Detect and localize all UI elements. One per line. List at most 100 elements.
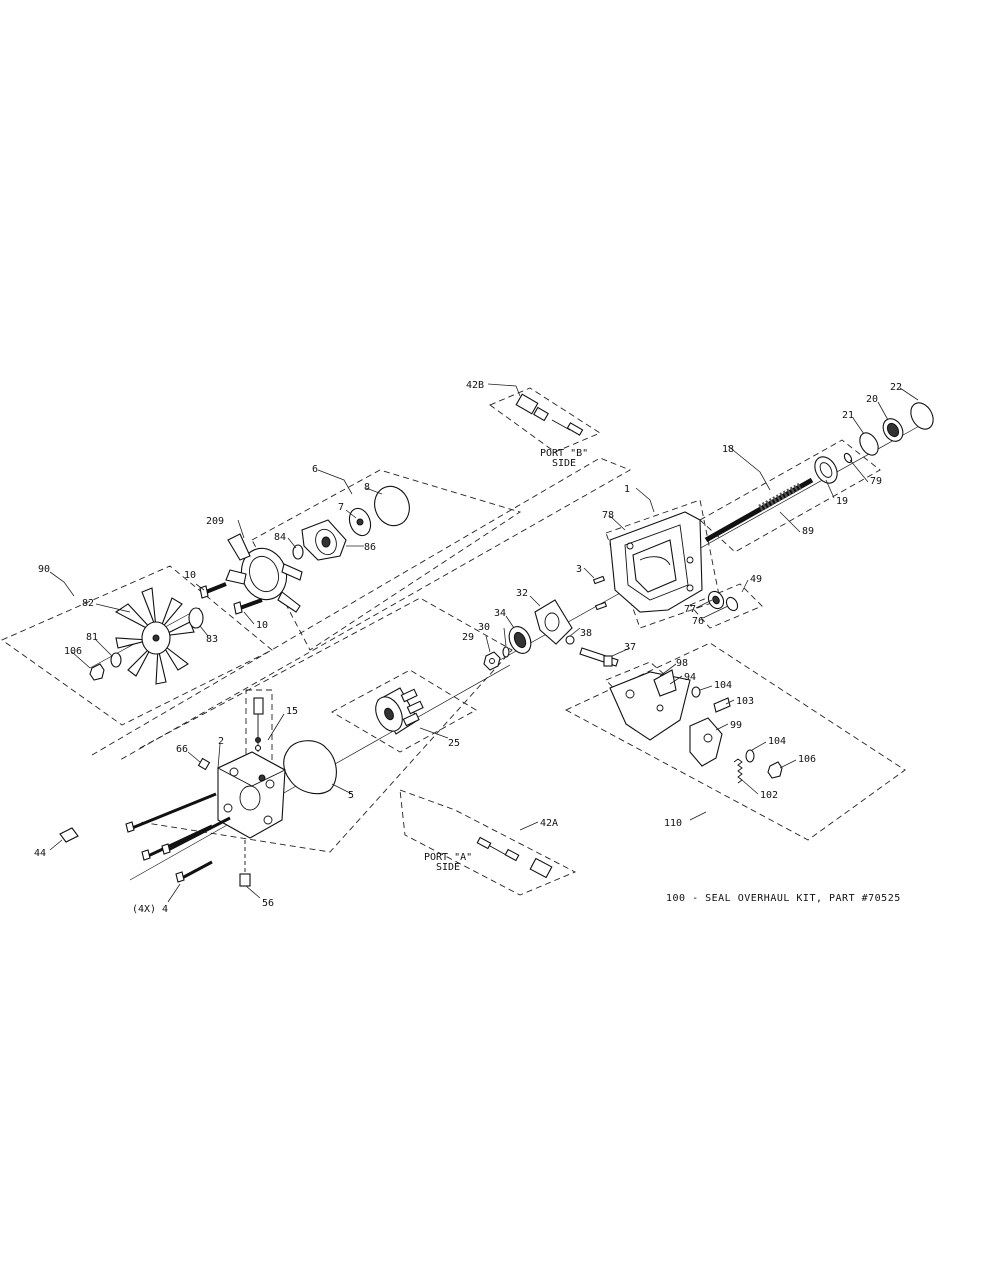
label-66: 66	[176, 744, 188, 755]
label-84: 84	[274, 532, 286, 543]
nut-29	[483, 651, 501, 671]
label-102: 102	[760, 790, 778, 801]
bypass-44	[59, 827, 79, 843]
label-2: 2	[218, 736, 224, 747]
label-77: 77	[684, 604, 696, 615]
thrust-bearing-34	[508, 626, 532, 654]
cooling-fan-82	[114, 587, 195, 685]
group-49-outline	[689, 583, 763, 629]
group-2-outline	[139, 597, 513, 853]
group-42a-outline	[399, 789, 577, 896]
label-3: 3	[576, 564, 582, 575]
group-110-outline	[564, 642, 906, 841]
pulley-83	[188, 607, 204, 629]
label-37: 37	[624, 642, 636, 653]
retaining-ring-22	[910, 402, 934, 430]
bracket-209	[225, 533, 303, 613]
plug-66	[197, 757, 211, 771]
seal-kit-note: 100 - SEAL OVERHAUL KIT, PART #70525	[666, 893, 901, 904]
seal-84	[292, 544, 304, 560]
end-cap-2	[216, 751, 286, 839]
label-10a: 10	[184, 570, 196, 581]
label-15: 15	[286, 706, 298, 717]
label-19: 19	[836, 496, 848, 507]
swashplate-32	[534, 599, 573, 645]
port-b-line1: PORT "B"	[540, 448, 588, 459]
seal-20	[882, 418, 904, 442]
group-housing-band	[91, 457, 632, 761]
label-103: 103	[736, 696, 754, 707]
arm-99	[689, 717, 723, 767]
label-94: 94	[684, 672, 696, 683]
trunnion-arm-37	[579, 647, 619, 667]
label-8: 8	[364, 482, 370, 493]
nut-106b	[767, 761, 783, 779]
fitting-42b	[515, 393, 584, 436]
callouts: 42B 1 78 3 18 89 19 79 21 20 22 49 77 76…	[34, 380, 902, 915]
label-209: 209	[206, 516, 224, 527]
label-106a: 106	[64, 646, 82, 657]
label-18: 18	[722, 444, 734, 455]
parts	[59, 393, 934, 887]
cylinder-block-25	[375, 687, 424, 735]
control-arm-94	[609, 669, 691, 741]
label-7: 7	[338, 502, 344, 513]
label-21: 21	[842, 410, 854, 421]
group-18-outline	[699, 439, 881, 553]
label-32: 32	[516, 588, 528, 599]
label-6: 6	[312, 464, 318, 475]
group-25-outline	[331, 669, 477, 753]
fitting-42a	[476, 836, 553, 879]
plug-56	[239, 840, 251, 887]
label-98: 98	[676, 658, 688, 669]
charge-pump-6	[301, 519, 347, 561]
screws-10	[199, 582, 263, 615]
seal-21	[859, 432, 879, 456]
dowel-pins-3	[592, 575, 608, 611]
label-81: 81	[86, 632, 98, 643]
seal-77	[707, 590, 725, 610]
label-29: 29	[462, 632, 474, 643]
label-56: 56	[262, 898, 274, 909]
label-106b: 106	[798, 754, 816, 765]
housing-1	[609, 511, 703, 613]
label-1: 1	[624, 484, 630, 495]
bearing-19	[814, 456, 838, 484]
input-shaft-89	[704, 477, 814, 543]
label-4x: (4X)	[132, 904, 156, 915]
label-78: 78	[602, 510, 614, 521]
ring-30	[502, 646, 510, 658]
bolts-4	[125, 792, 231, 883]
washer-104a	[691, 686, 701, 698]
label-42a: 42A	[540, 818, 558, 829]
gasket-5	[283, 740, 337, 795]
label-76: 76	[692, 616, 704, 627]
label-110: 110	[664, 818, 682, 829]
group-90-outline	[1, 565, 273, 726]
label-83: 83	[206, 634, 218, 645]
label-10b: 10	[256, 620, 268, 631]
port-a-line1: PORT "A"	[424, 852, 472, 863]
washer-38	[565, 635, 575, 645]
washer-104b	[745, 749, 755, 763]
group-42b-outline	[489, 387, 601, 453]
label-104b: 104	[768, 736, 786, 747]
label-82: 82	[82, 598, 94, 609]
label-38: 38	[580, 628, 592, 639]
label-42b: 42B	[466, 380, 484, 391]
label-4: 4	[162, 904, 168, 915]
label-20: 20	[866, 394, 878, 405]
label-49: 49	[750, 574, 762, 585]
label-104a: 104	[714, 680, 732, 691]
leader-lines	[49, 383, 919, 903]
o-ring-8	[374, 485, 410, 527]
label-90: 90	[38, 564, 50, 575]
port-a-line2: SIDE	[436, 862, 460, 873]
label-30: 30	[478, 622, 490, 633]
label-79: 79	[870, 476, 882, 487]
group-6-outline	[251, 469, 522, 651]
bolt-103	[713, 697, 731, 713]
label-86: 86	[364, 542, 376, 553]
nut-106	[89, 663, 105, 681]
